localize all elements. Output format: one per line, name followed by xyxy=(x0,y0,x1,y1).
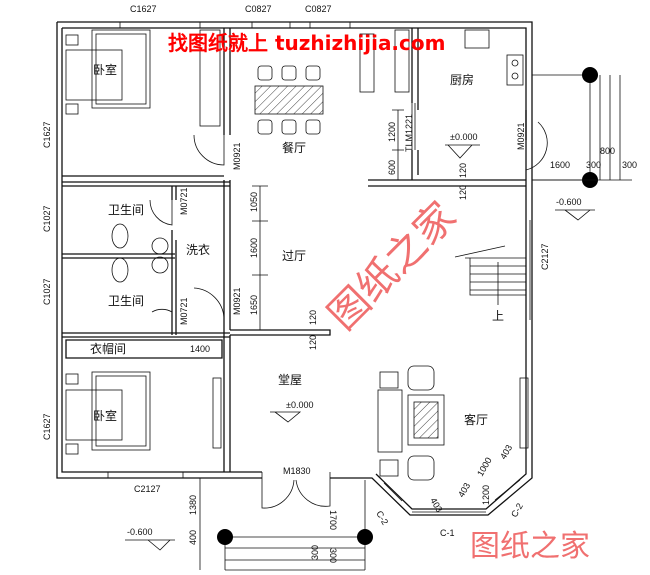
door-label: M0721 xyxy=(179,187,189,215)
room-label: 餐厅 xyxy=(282,140,306,155)
dimension-label: 1400 xyxy=(190,344,210,354)
dimension-label: 1600 xyxy=(550,160,570,170)
dimension-label: 1200 xyxy=(481,485,491,505)
window-marks xyxy=(56,22,531,513)
room-label: 过厅 xyxy=(282,249,306,263)
dimension-label: 400 xyxy=(188,530,198,545)
dimension-label: 600 xyxy=(387,160,397,175)
window-label: C0827 xyxy=(245,4,272,14)
window-label: C0827 xyxy=(305,4,332,14)
dimension-label: 1650 xyxy=(249,295,259,315)
room-label: 洗衣 xyxy=(186,242,210,257)
room-label: 堂屋 xyxy=(278,373,302,387)
door-label: M1830 xyxy=(283,466,311,476)
dimension-label: 1200 xyxy=(387,122,397,142)
window-label: C-1 xyxy=(440,528,455,538)
dimension-label: 1700 xyxy=(328,510,338,530)
dimension-label: 800 xyxy=(600,146,615,156)
dimension-label: 403 xyxy=(498,443,514,461)
door-label: M0921 xyxy=(232,287,242,315)
door-label: M0721 xyxy=(179,297,189,325)
dimension-label: 1600 xyxy=(249,238,259,258)
window-label: C1027 xyxy=(42,205,52,232)
window-label: C-2 xyxy=(509,501,525,519)
window-label: C1627 xyxy=(130,4,157,14)
room-label: 卫生间 xyxy=(108,294,144,308)
dimension-label: 300 xyxy=(622,160,637,170)
dimension-label: 1000 xyxy=(475,456,494,478)
room-label: 卧室 xyxy=(93,62,117,77)
window-label: C1627 xyxy=(42,413,52,440)
column xyxy=(582,67,598,83)
level-text: -0.600 xyxy=(556,197,582,207)
dimension-label: 120 xyxy=(308,310,318,325)
dimension-label: 403 xyxy=(428,496,444,514)
dimension-label: 1050 xyxy=(249,192,259,212)
window-label: C-2 xyxy=(374,509,390,527)
room-label: 厨房 xyxy=(450,72,474,87)
window-label: C2127 xyxy=(134,484,161,494)
level-text: ±0.000 xyxy=(286,400,313,410)
furniture xyxy=(65,29,529,481)
walls xyxy=(56,21,533,516)
door-label: TLM1221 xyxy=(404,114,414,152)
level-text: ±0.000 xyxy=(450,132,477,142)
dimension-label: 300 xyxy=(310,545,320,560)
watermark-top: 找图纸就上 tuzhizhijia.com xyxy=(168,31,445,55)
window-label: C1627 xyxy=(42,121,52,148)
door-label: M0921 xyxy=(232,142,242,170)
column xyxy=(357,529,373,545)
dimension-label: 1380 xyxy=(188,495,198,515)
window-label: C2127 xyxy=(540,243,550,270)
doors xyxy=(149,103,548,509)
room-label: 衣帽间 xyxy=(90,341,126,356)
dimension-label: 120 xyxy=(308,335,318,350)
dimension-label: 120 xyxy=(458,163,468,178)
level-text: -0.600 xyxy=(127,527,153,537)
dimension-label: 403 xyxy=(456,481,472,499)
door-label: M0921 xyxy=(516,122,526,150)
dimension-lines xyxy=(175,109,632,570)
column xyxy=(217,529,233,545)
dimension-label: 300 xyxy=(328,548,338,563)
steps xyxy=(224,74,621,571)
room-label: 客厅 xyxy=(464,412,488,427)
window-label: C1027 xyxy=(42,278,52,305)
room-label: 卧室 xyxy=(93,408,117,423)
level-markers xyxy=(125,144,595,551)
dimension-label: 120 xyxy=(458,185,468,200)
dimension-label: 300 xyxy=(586,160,601,170)
room-label: 卫生间 xyxy=(108,203,144,217)
room-label: 上 xyxy=(492,309,504,323)
watermark-bottom: 图纸之家 xyxy=(470,529,590,564)
watermark-center: 图纸之家 xyxy=(320,193,466,339)
